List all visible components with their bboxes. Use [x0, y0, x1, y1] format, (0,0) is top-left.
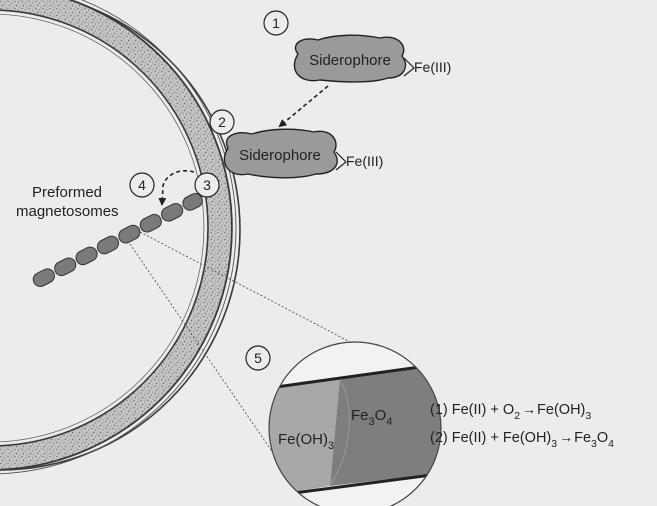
inset-phase-boundary: [329, 377, 350, 487]
magnetosome: [161, 203, 184, 222]
inset-fe3o4-label: Fe3O4: [351, 407, 392, 428]
siderophore-1-chelation-bond: [403, 57, 415, 77]
step-2-marker: [209, 109, 235, 135]
siderophore-2-iron: Fe(III): [346, 153, 383, 169]
zoom-guide-line-top: [139, 231, 353, 344]
step-4-marker: [129, 172, 155, 198]
inset-circle-outline: [268, 341, 442, 506]
magnetosome: [75, 246, 98, 266]
cell-envelope-inner-edge: [0, 9, 209, 447]
cell-envelope-outer-edge: [0, 0, 233, 471]
magnetosome-inset: Fe(OH)3 Fe3O4: [268, 341, 442, 506]
magnetosome: [96, 235, 120, 255]
cell-envelope-band: [0, 0, 232, 470]
preformed-magnetosomes-label-line2: magnetosomes: [16, 203, 119, 220]
magnetosome-chain: [32, 193, 203, 288]
preformed-magnetosomes-label-line1: Preformed: [32, 184, 102, 201]
siderophore-1-label: Siderophore: [309, 52, 391, 69]
transport-arrow-3-to-4: [158, 170, 195, 206]
magnetosome: [139, 213, 162, 233]
step-5-number: 5: [254, 350, 262, 366]
step-1-number: 1: [272, 15, 280, 31]
step-3-number: 3: [203, 177, 211, 193]
magnetosome: [32, 268, 55, 288]
zoom-guide-line-bottom: [129, 243, 285, 470]
step-1-marker: [263, 10, 289, 36]
magnetosome-highlighted: [118, 224, 141, 244]
siderophore-1-iron: Fe(III): [414, 59, 451, 75]
magnetosome: [54, 257, 77, 277]
siderophore-2-blob: [223, 128, 338, 179]
magnetosome: [182, 193, 203, 211]
transport-arrow-1-to-2: [278, 85, 329, 128]
cell-envelope-outer-line: [0, 0, 241, 471]
step-5-marker: [245, 345, 271, 371]
step-3-marker: [194, 172, 220, 198]
cell-envelope-inner-edge-2: [0, 13, 205, 443]
siderophore-1-blob: [293, 34, 407, 83]
step-2-number: 2: [218, 114, 226, 130]
cell-envelope-outer-edge-2: [0, 0, 237, 475]
siderophore-2-label: Siderophore: [239, 147, 321, 164]
reaction-2: (2) Fe(II) + Fe(OH)3→Fe3O4: [430, 429, 614, 450]
step-4-number: 4: [138, 177, 146, 193]
inset-fe-oh3-label: Fe(OH)3: [278, 431, 334, 452]
inset-fe-oh3-region: [269, 378, 340, 500]
siderophore-2-chelation-bond: [335, 151, 347, 171]
reaction-1: (1) Fe(II) + O2→Fe(OH)3: [430, 401, 591, 422]
